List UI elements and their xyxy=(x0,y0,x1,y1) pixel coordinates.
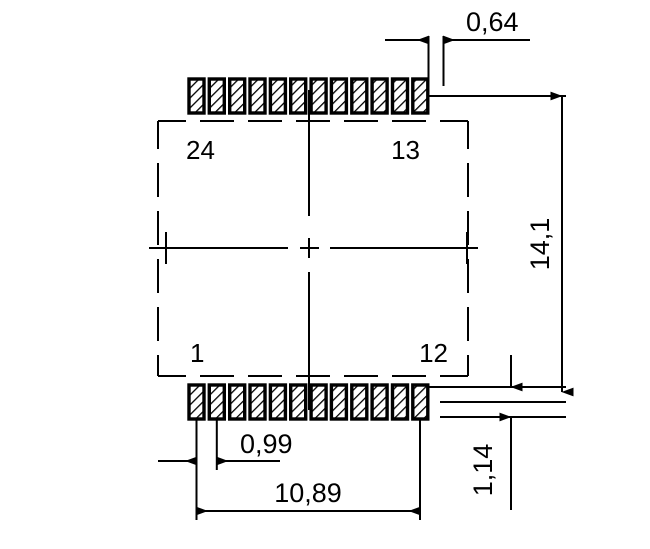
dim-label-pad-pitch: 0,99 xyxy=(240,429,293,459)
leader-bottom-right xyxy=(427,386,566,418)
pad xyxy=(370,383,389,421)
pin-number-labels: 24 13 1 12 xyxy=(186,135,448,368)
pad xyxy=(289,383,308,421)
dim-label-pad-length: 1,14 xyxy=(468,444,498,497)
dim-label-pad-span-width: 10,89 xyxy=(274,478,342,508)
pad xyxy=(289,77,308,115)
pad xyxy=(309,383,328,421)
pad xyxy=(227,383,247,421)
body-outline xyxy=(157,120,469,377)
pad xyxy=(329,383,349,421)
centerlines xyxy=(149,90,478,410)
pad xyxy=(350,383,369,421)
pad xyxy=(411,77,430,115)
pad xyxy=(411,383,430,421)
dim-pad-span-width: 10,89 xyxy=(195,419,421,520)
pad xyxy=(207,77,227,115)
pad xyxy=(370,77,389,115)
pad xyxy=(268,77,288,115)
pad xyxy=(227,77,247,115)
dim-pad-span-height: 14,1 xyxy=(525,91,574,397)
dim-pad-pitch: 0,99 xyxy=(158,419,293,470)
pad xyxy=(390,383,410,421)
pin-label-top-right: 13 xyxy=(391,135,420,165)
pad xyxy=(390,77,410,115)
dim-label-pad-span-height: 14,1 xyxy=(525,218,555,271)
pad xyxy=(350,77,369,115)
pad xyxy=(248,77,267,115)
pad xyxy=(248,383,267,421)
dim-pad-width: 0,64 xyxy=(385,7,530,86)
dim-label-pad-width: 0,64 xyxy=(466,7,519,37)
pin-label-top-left: 24 xyxy=(186,135,215,165)
pad xyxy=(309,77,328,115)
pad xyxy=(207,383,227,421)
pad xyxy=(187,383,206,421)
pad xyxy=(268,383,288,421)
dim-pad-length: 1,14 xyxy=(468,355,538,510)
pad xyxy=(329,77,349,115)
pin-label-bottom-right: 12 xyxy=(419,338,448,368)
top-pad-row xyxy=(187,77,430,115)
pad xyxy=(187,77,206,115)
pin-label-bottom-left: 1 xyxy=(190,338,204,368)
